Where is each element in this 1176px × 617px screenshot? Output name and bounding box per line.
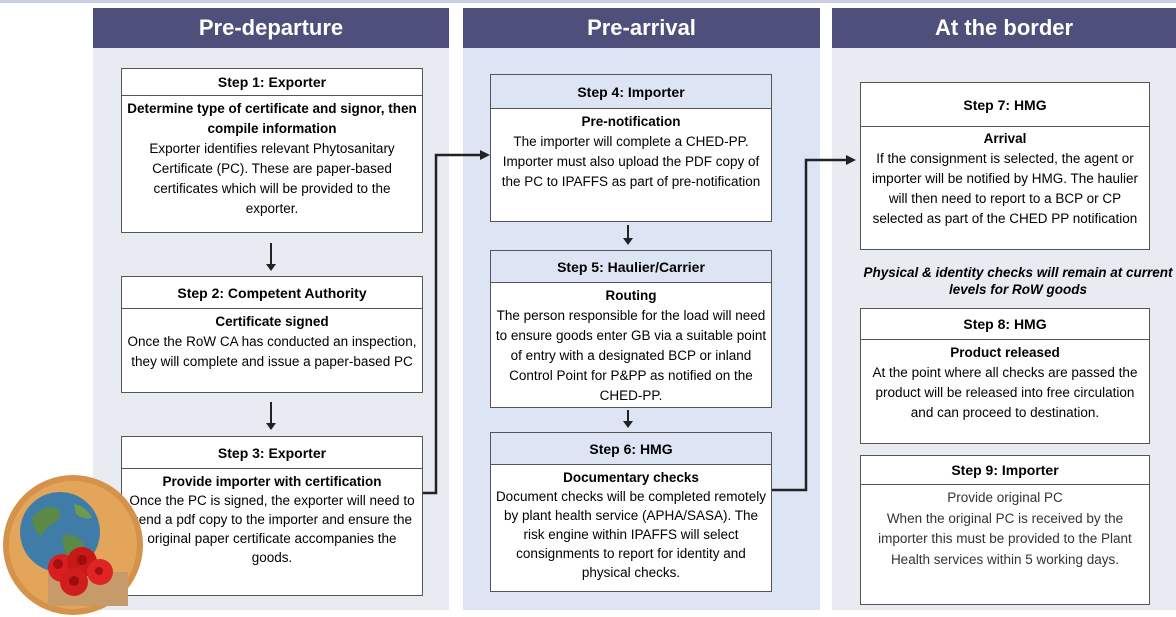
step-subtitle: Pre-notification xyxy=(581,114,681,129)
top-band xyxy=(0,0,1176,3)
step-title: Step 7: HMG xyxy=(861,83,1149,127)
step-text: Document checks will be completed remote… xyxy=(495,489,767,580)
step-subtitle: Product released xyxy=(950,345,1060,360)
step-5-box: Step 5: Haulier/Carrier Routing The pers… xyxy=(490,250,772,408)
step-1-box: Step 1: Exporter Determine type of certi… xyxy=(121,68,423,233)
step-body: Pre-notification The importer will compl… xyxy=(491,109,771,192)
step-title: Step 9: Importer xyxy=(861,456,1149,485)
step-text: Exporter identifies relevant Phytosanita… xyxy=(149,141,395,216)
step-title: Step 5: Haulier/Carrier xyxy=(491,251,771,283)
column-header: At the border xyxy=(832,8,1176,48)
step-body: Certificate signed Once the RoW CA has c… xyxy=(122,309,422,372)
step-subtitle: Certificate signed xyxy=(215,314,329,329)
step-title: Step 2: Competent Authority xyxy=(122,277,422,309)
connector-step6-to-step7 xyxy=(772,158,848,492)
step-subtitle: Documentary checks xyxy=(563,470,699,485)
step-subtitle: Determine type of certificate and signor… xyxy=(127,101,417,136)
step-body: Provide importer with certification Once… xyxy=(122,469,422,567)
column-header: Pre-departure xyxy=(93,8,449,48)
step-9-box: Step 9: Importer Provide original PC Whe… xyxy=(860,455,1150,605)
step-2-box: Step 2: Competent Authority Certificate … xyxy=(121,276,423,393)
step-body: Documentary checks Document checks will … xyxy=(491,465,771,582)
step-8-box: Step 8: HMG Product released At the poin… xyxy=(860,308,1150,444)
step-text: If the consignment is selected, the agen… xyxy=(871,151,1139,226)
step-title: Step 4: Importer xyxy=(491,75,771,109)
connector-step3-to-step4 xyxy=(423,153,482,495)
step-title: Step 6: HMG xyxy=(491,433,771,465)
step-body: Routing The person responsible for the l… xyxy=(491,283,771,406)
step-7-box: Step 7: HMG Arrival If the consignment i… xyxy=(860,82,1150,250)
step-text: The person responsible for the load will… xyxy=(495,308,767,403)
connector-arrowhead xyxy=(480,150,490,160)
step-title: Step 1: Exporter xyxy=(122,69,422,96)
step-6-box: Step 6: HMG Documentary checks Document … xyxy=(490,432,772,592)
step-subtitle: Routing xyxy=(605,288,657,303)
step-text: Once the RoW CA has conducted an inspect… xyxy=(127,334,417,369)
step-title: Step 8: HMG xyxy=(861,309,1149,340)
checks-note: Physical & identity checks will remain a… xyxy=(863,265,1173,297)
step-title: Step 3: Exporter xyxy=(122,437,422,469)
globe-with-red-carnations-icon xyxy=(3,475,143,615)
step-body: Provide original PC When the original PC… xyxy=(861,485,1149,570)
step-3-box: Step 3: Exporter Provide importer with c… xyxy=(121,436,423,596)
column-header: Pre-arrival xyxy=(463,8,820,48)
step-text: Once the PC is signed, the exporter will… xyxy=(129,493,415,565)
step-text: When the original PC is received by the … xyxy=(878,510,1132,567)
step-text: At the point where all checks are passed… xyxy=(872,365,1138,420)
step-body: Determine type of certificate and signor… xyxy=(122,96,422,219)
step-text: The importer will complete a CHED-PP. Im… xyxy=(501,134,761,189)
step-subtitle: Arrival xyxy=(983,131,1027,146)
arrow-down xyxy=(266,243,276,271)
step-4-box: Step 4: Importer Pre-notification The im… xyxy=(490,74,772,222)
arrow-down xyxy=(623,225,633,245)
step-subtitle: Provide importer with certification xyxy=(162,474,382,489)
step-subtitle: Provide original PC xyxy=(947,490,1063,505)
step-body: Arrival If the consignment is selected, … xyxy=(861,127,1149,229)
arrow-down xyxy=(266,402,276,430)
connector-arrowhead xyxy=(846,155,856,165)
step-body: Product released At the point where all … xyxy=(861,340,1149,423)
arrow-down xyxy=(623,410,633,428)
